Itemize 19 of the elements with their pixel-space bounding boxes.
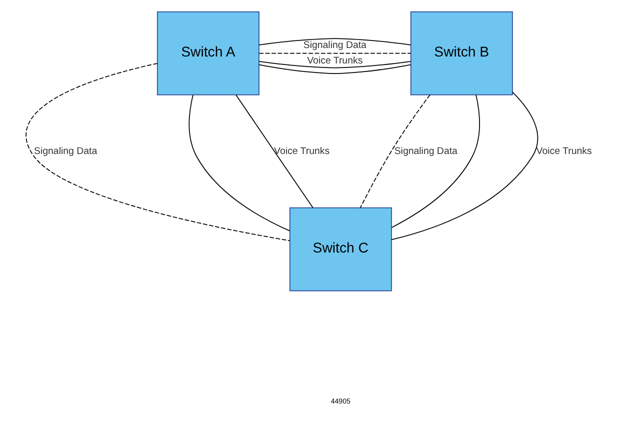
edge-label: Signaling Data [394, 146, 458, 157]
edge-label: Signaling Data [34, 146, 98, 157]
connector [360, 94, 430, 208]
connector [236, 94, 314, 208]
node-box: Switch C [289, 207, 392, 292]
connector [258, 64, 412, 74]
connector [391, 94, 480, 228]
edge-label: Voice Trunks [536, 146, 592, 157]
connector [391, 92, 538, 240]
edge-label: Voice Trunks [307, 56, 363, 67]
connector [258, 38, 412, 46]
node-box: Switch A [156, 11, 260, 96]
node-box: Switch B [410, 11, 513, 96]
connector [26, 62, 290, 242]
connector [258, 52, 412, 54]
edge-label: Signaling Data [303, 40, 366, 51]
connector [258, 60, 412, 68]
connector [188, 94, 290, 232]
edge-label: Voice Trunks [274, 146, 330, 157]
